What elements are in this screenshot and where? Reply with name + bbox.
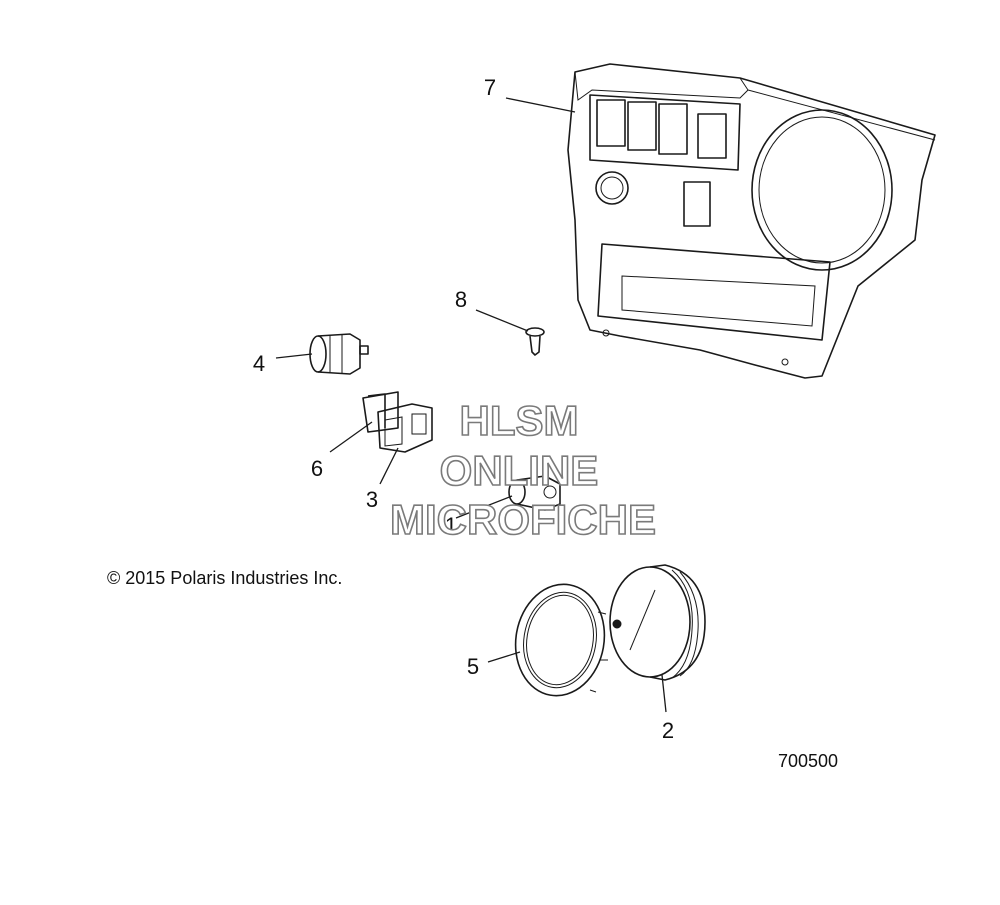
callout-3: 3 [366, 487, 378, 512]
callout-7: 7 [484, 75, 496, 100]
leader-lines [275, 97, 667, 713]
push-rivet-part-8[interactable] [525, 327, 545, 356]
watermark-line-1: HLSM [460, 397, 579, 444]
power-outlet-part-4[interactable] [309, 333, 369, 375]
watermark-line-2: ONLINE [440, 447, 599, 494]
dash-panel-part-7[interactable] [567, 63, 936, 379]
ignition-switch-part-1[interactable] [508, 475, 561, 511]
watermark: HLSM ONLINE MICROFICHE [389, 396, 657, 544]
diagram-number: 700500 [778, 751, 838, 771]
watermark-line-3: MICROFICHE [390, 496, 656, 543]
callout-6: 6 [311, 456, 323, 481]
gauge-bezel-part-5[interactable] [507, 577, 613, 703]
callout-1: 1 [445, 513, 457, 538]
callout-2: 2 [662, 718, 674, 743]
callout-5: 5 [467, 654, 479, 679]
rocker-switch-part-6[interactable] [362, 391, 399, 433]
speedometer-part-2[interactable] [609, 564, 706, 681]
switch-housing-part-3[interactable] [377, 403, 433, 453]
copyright-text: © 2015 Polaris Industries Inc. [107, 568, 342, 588]
callout-8: 8 [455, 287, 467, 312]
callout-4: 4 [253, 351, 265, 376]
